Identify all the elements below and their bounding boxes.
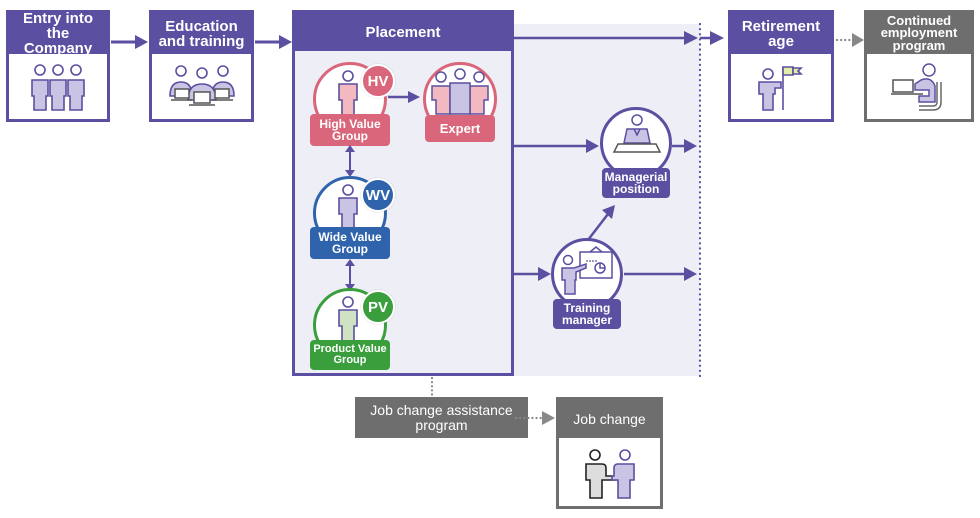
product-value-label-line1: Product Value <box>313 343 387 355</box>
stage-entry-title: Entry into the Company <box>9 11 107 56</box>
stage-job-change-title: Job change <box>559 400 660 438</box>
expert-team-icon <box>431 68 489 115</box>
high-value-label-line2: Group <box>332 129 368 143</box>
high-value-label-line1: High Value <box>319 117 381 131</box>
handshake-icon <box>559 438 660 500</box>
wide-value-label-line1: Wide Value <box>318 230 382 244</box>
high-value-label: High Value Group <box>310 114 390 146</box>
wide-value-person-icon <box>338 184 358 230</box>
stage-continued: Continued employment program <box>864 10 974 122</box>
managerial-label: Managerial position <box>602 168 670 198</box>
high-value-tag: HV <box>361 64 395 98</box>
expert-label: Expert <box>425 115 495 142</box>
arrow-retirement-to-continued <box>835 33 864 47</box>
stage-retirement: Retirement age <box>728 10 834 122</box>
manager-at-desk-icon <box>612 114 662 153</box>
dotted-line-placement-to-assistance <box>430 376 434 398</box>
arrow-training-to-managerial <box>587 213 609 241</box>
managerial-label-line2: position <box>612 182 660 196</box>
training-manager-label: Training manager <box>553 299 621 329</box>
product-value-tag: PV <box>361 290 395 324</box>
stage-job-change-assistance: Job change assistance program <box>355 397 528 438</box>
classroom-laptops-icon <box>152 54 251 108</box>
managerial-label-line1: Managerial <box>604 170 668 184</box>
wide-value-label-line2: Group <box>332 242 368 256</box>
arrow-education-to-placement <box>255 35 292 49</box>
stage-retirement-title: Retirement age <box>731 13 831 54</box>
stage-placement-title: Placement <box>295 13 511 51</box>
stage-entry: Entry into the Company <box>6 10 110 122</box>
arrow-hv-to-expert <box>388 91 420 103</box>
product-value-person-icon <box>338 296 358 342</box>
stage-continued-title: Continued employment program <box>867 13 971 54</box>
group-of-people-icon <box>9 54 107 112</box>
career-flow-arrows <box>514 31 724 281</box>
person-at-laptop-icon <box>867 54 971 112</box>
training-manager-label-line2: manager <box>561 313 613 327</box>
product-value-label-line2: Group <box>333 354 367 366</box>
stage-job-change: Job change <box>556 397 663 509</box>
product-value-label: Product Value Group <box>310 340 390 370</box>
arrow-hv-wv <box>345 145 355 177</box>
arrow-entry-to-education <box>111 35 148 49</box>
person-with-flag-icon <box>731 54 831 112</box>
training-manager-label-line1: Training <box>563 301 611 315</box>
arrow-assistance-to-job-change <box>514 411 555 425</box>
wide-value-label: Wide Value Group <box>310 227 390 259</box>
presenter-whiteboard-icon <box>561 246 613 295</box>
wide-value-tag: WV <box>361 178 395 212</box>
stage-education: Education and training <box>149 10 254 122</box>
high-value-person-icon <box>338 70 358 116</box>
arrow-wv-pv <box>345 259 355 291</box>
stage-education-title: Education and training <box>152 13 251 54</box>
